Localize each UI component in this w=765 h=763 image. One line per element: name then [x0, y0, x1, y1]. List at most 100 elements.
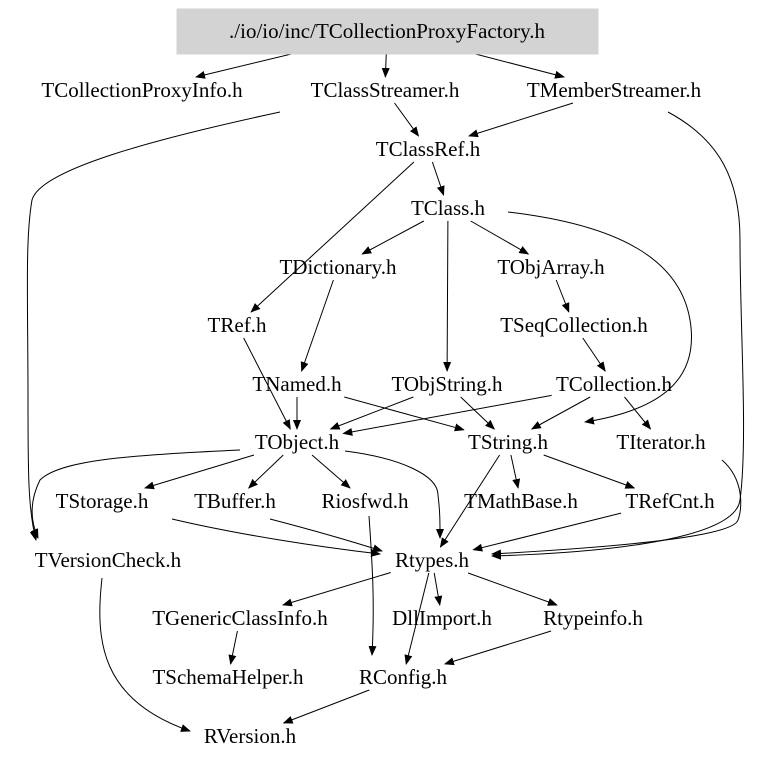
edge-tstring-to-tmathbase	[510, 454, 521, 489]
node-tclassstreamer[interactable]: TClassStreamer.h	[311, 78, 460, 102]
root-node[interactable]: ./io/io/inc/TCollectionProxyFactory.h	[176, 8, 599, 55]
edge-tobject-to-riosfwd	[311, 454, 351, 489]
edge-titerator-to-rtypes	[491, 459, 742, 558]
edge-trefcnt-to-rtypes	[472, 512, 622, 552]
node-label: RConfig.h	[359, 665, 448, 689]
node-layer: ./io/io/inc/TCollectionProxyFactory.hTCo…	[35, 8, 715, 748]
edge-tclassstreamer-to-tversioncheck	[26, 111, 281, 541]
node-tmathbase[interactable]: TMathBase.h	[464, 489, 578, 513]
node-label: TIterator.h	[616, 430, 706, 454]
edge-tstorage-to-rtypes	[171, 518, 381, 557]
node-tref[interactable]: TRef.h	[208, 313, 267, 337]
node-label: Rtypeinfo.h	[543, 606, 643, 630]
node-dllimport[interactable]: DllImport.h	[392, 606, 492, 630]
edge-tobject-to-rtypes	[344, 450, 444, 539]
edge-tcollection-to-tstring	[530, 396, 591, 430]
node-label: TRef.h	[208, 313, 267, 337]
node-label: TNamed.h	[252, 372, 342, 396]
node-tschemahelper[interactable]: TSchemaHelper.h	[152, 665, 304, 689]
node-tversioncheck[interactable]: TVersionCheck.h	[35, 548, 182, 572]
edge-tseqcollection-to-tcollection	[582, 337, 606, 372]
edge-riosfwd-to-rconfig	[368, 515, 377, 656]
node-tdictionary[interactable]: TDictionary.h	[279, 255, 397, 279]
node-label: TString.h	[468, 430, 548, 454]
node-label: TMemberStreamer.h	[527, 78, 702, 102]
edge-tcollection-to-titerator	[624, 396, 652, 430]
node-tbuffer[interactable]: TBuffer.h	[194, 489, 276, 513]
node-label: TSchemaHelper.h	[152, 665, 304, 689]
node-label: TCollectionProxyInfo.h	[41, 78, 243, 102]
edge-tobject-to-tstorage	[144, 454, 255, 490]
node-label: TCollection.h	[556, 372, 673, 396]
node-rversion[interactable]: RVersion.h	[204, 724, 297, 748]
node-rtypes[interactable]: Rtypes.h	[395, 548, 470, 572]
node-label: Riosfwd.h	[322, 489, 409, 513]
edge-tclassstreamer-to-tclassref	[394, 102, 420, 137]
root-node-box	[176, 8, 599, 55]
edge-tclass-to-tobjarray	[470, 220, 530, 255]
node-label: Rtypes.h	[395, 548, 470, 572]
node-label: TSeqCollection.h	[500, 313, 648, 337]
edge-tobjstring-to-tobject	[329, 396, 414, 430]
edge-rconfig-to-rversion	[282, 689, 370, 724]
node-tclass[interactable]: TClass.h	[411, 196, 486, 220]
node-label: ./io/io/inc/TCollectionProxyFactory.h	[229, 19, 545, 43]
node-tclassref[interactable]: TClassRef.h	[376, 137, 481, 161]
node-tstring[interactable]: TString.h	[468, 430, 548, 454]
edge-tcollection-to-tobject	[342, 394, 552, 436]
edge-rtypes-to-rconfig	[404, 572, 430, 665]
node-tcollection[interactable]: TCollection.h	[556, 372, 673, 396]
edge-tstring-to-trefcnt	[543, 454, 636, 489]
edge-tstring-to-rtypes	[439, 454, 501, 548]
node-label: DllImport.h	[392, 606, 492, 630]
edge-tclass-to-tstring	[507, 211, 692, 425]
node-tobjarray[interactable]: TObjArray.h	[497, 255, 605, 279]
node-label: RVersion.h	[204, 724, 297, 748]
edge-rtypes-to-rtypeinfo	[467, 572, 558, 606]
node-label: TClassRef.h	[376, 137, 481, 161]
node-tseqcollection[interactable]: TSeqCollection.h	[500, 313, 648, 337]
edge-tnamed-to-tstring	[344, 396, 465, 432]
node-titerator[interactable]: TIterator.h	[616, 430, 706, 454]
edge-tmemberstreamer-to-rtypes	[491, 111, 745, 560]
edge-tref-to-tobject	[243, 337, 291, 430]
node-trefcnt[interactable]: TRefCnt.h	[625, 489, 715, 513]
edge-tmemberstreamer-to-tclassref	[468, 102, 574, 138]
node-label: TRefCnt.h	[625, 489, 715, 513]
node-rconfig[interactable]: RConfig.h	[359, 665, 448, 689]
node-label: TMathBase.h	[464, 489, 578, 513]
edge-tclass-to-tobjstring	[443, 220, 452, 372]
edge-tobject-to-tversioncheck	[30, 449, 241, 539]
node-tobject[interactable]: TObject.h	[255, 430, 340, 454]
node-tstorage[interactable]: TStorage.h	[56, 489, 149, 513]
node-label: TVersionCheck.h	[35, 548, 182, 572]
edge-tbuffer-to-rtypes	[269, 518, 383, 553]
node-tnamed[interactable]: TNamed.h	[252, 372, 342, 396]
node-tmemberstreamer[interactable]: TMemberStreamer.h	[527, 78, 702, 102]
node-riosfwd[interactable]: Riosfwd.h	[322, 489, 409, 513]
node-label: TStorage.h	[56, 489, 149, 513]
node-label: TObject.h	[255, 430, 340, 454]
edge-tclassref-to-tref	[250, 161, 415, 313]
edge-tgenericclassinfo-to-tschemahelper	[228, 630, 238, 665]
node-label: TObjString.h	[391, 372, 503, 396]
node-tcollectionproxyinfo[interactable]: TCollectionProxyInfo.h	[41, 78, 243, 102]
node-label: TBuffer.h	[194, 489, 276, 513]
edge-rtypeinfo-to-rconfig	[443, 630, 552, 666]
edge-tclass-to-tdictionary	[361, 220, 425, 255]
edge-rtypes-to-tgenericclassinfo	[282, 572, 391, 607]
edge-tclassref-to-tclass	[431, 161, 445, 196]
edge-tversioncheck-to-rversion	[99, 577, 191, 732]
node-tgenericclassinfo[interactable]: TGenericClassInfo.h	[152, 606, 328, 630]
node-label: TClass.h	[411, 196, 486, 220]
node-label: TDictionary.h	[279, 255, 397, 279]
node-tobjstring[interactable]: TObjString.h	[391, 372, 503, 396]
node-label: TClassStreamer.h	[311, 78, 460, 102]
edge-tdictionary-to-tnamed	[300, 279, 334, 372]
edge-tobject-to-tbuffer	[247, 454, 284, 489]
edge-rtypes-to-dllimport	[433, 572, 443, 606]
node-rtypeinfo[interactable]: Rtypeinfo.h	[543, 606, 643, 630]
edge-layer	[26, 43, 745, 732]
